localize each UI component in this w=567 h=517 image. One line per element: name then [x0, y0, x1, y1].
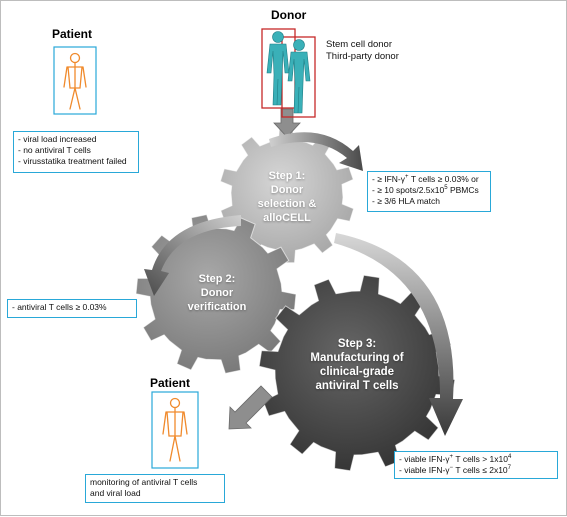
gear-step3: [258, 274, 456, 472]
step1-label-line: alloCELL: [263, 212, 311, 224]
step1-criteria-box: - ≥ IFN-γ+ T cells ≥ 0.03% or - ≥ 10 spo…: [367, 171, 491, 212]
step3-criterion-positive: - viable IFN-γ+ T cells > 1x104: [399, 454, 512, 464]
step3-label-line: Manufacturing of: [310, 352, 404, 364]
step1-criterion-spots: - ≥ 10 spots/2.5x105 PBMCs: [372, 185, 479, 195]
step2-label-line: Step 2:: [198, 273, 236, 285]
curved-arrow-step3: [334, 233, 463, 436]
step3-label-line: antiviral T cells: [315, 380, 399, 392]
monitoring-line: monitoring of antiviral T cells: [90, 477, 198, 487]
step2-label-line: verification: [187, 301, 247, 313]
patient-top-title: Patient: [52, 27, 93, 41]
patient-status-box: - viral load increased - no antiviral T …: [13, 131, 139, 173]
donor-type-third-party: Third-party donor: [326, 51, 399, 62]
step2-label-line: Donor: [200, 287, 234, 299]
patient-status-line: - virusstatika treatment failed: [18, 156, 127, 166]
patient-bottom-title: Patient: [150, 376, 191, 390]
step1-criterion-hla: - ≥ 3/6 HLA match: [372, 196, 440, 206]
donor-title: Donor: [271, 8, 307, 22]
step3-label-line: Step 3:: [337, 338, 377, 350]
donor-figure-2: [287, 39, 311, 114]
step3-label-line: clinical-grade: [319, 366, 395, 378]
gear3-shape: [258, 274, 456, 472]
donor-figure-1: [266, 31, 290, 106]
step1-label-line: selection &: [257, 198, 317, 210]
step2-criteria-box: - antiviral T cells ≥ 0.03%: [7, 299, 137, 318]
step1-label-line: Step 1:: [268, 170, 306, 182]
step1-label: Step 1: Donor selection & alloCELL: [237, 169, 337, 225]
patient-top-figure: [63, 52, 87, 110]
monitoring-line: and viral load: [90, 488, 141, 498]
step3-criterion-negative: - viable IFN-γ− T cells ≤ 2x107: [399, 465, 511, 475]
down-arrow: [273, 108, 301, 138]
curved-arrow-step2: [144, 215, 241, 296]
patient-bottom-figure: [162, 397, 188, 462]
patient-status-line: - viral load increased: [18, 134, 97, 144]
donor-types: Stem cell donor Third-party donor: [326, 39, 399, 63]
curved-arrow-step1: [269, 132, 363, 171]
step1-criterion-ifn: - ≥ IFN-γ+ T cells ≥ 0.03% or: [372, 174, 479, 184]
patient-status-line: - no antiviral T cells: [18, 145, 91, 155]
step3-criteria-box: - viable IFN-γ+ T cells > 1x104 - viable…: [394, 451, 558, 479]
diagonal-arrow: [228, 385, 273, 430]
step2-label: Step 2: Donor verification: [162, 272, 272, 314]
step2-criterion: - antiviral T cells ≥ 0.03%: [12, 302, 107, 312]
monitoring-box: monitoring of antiviral T cells and vira…: [85, 474, 225, 503]
donor-type-stem-cell: Stem cell donor: [326, 39, 393, 50]
step3-label: Step 3: Manufacturing of clinical-grade …: [282, 337, 432, 393]
step1-label-line: Donor: [270, 184, 304, 196]
